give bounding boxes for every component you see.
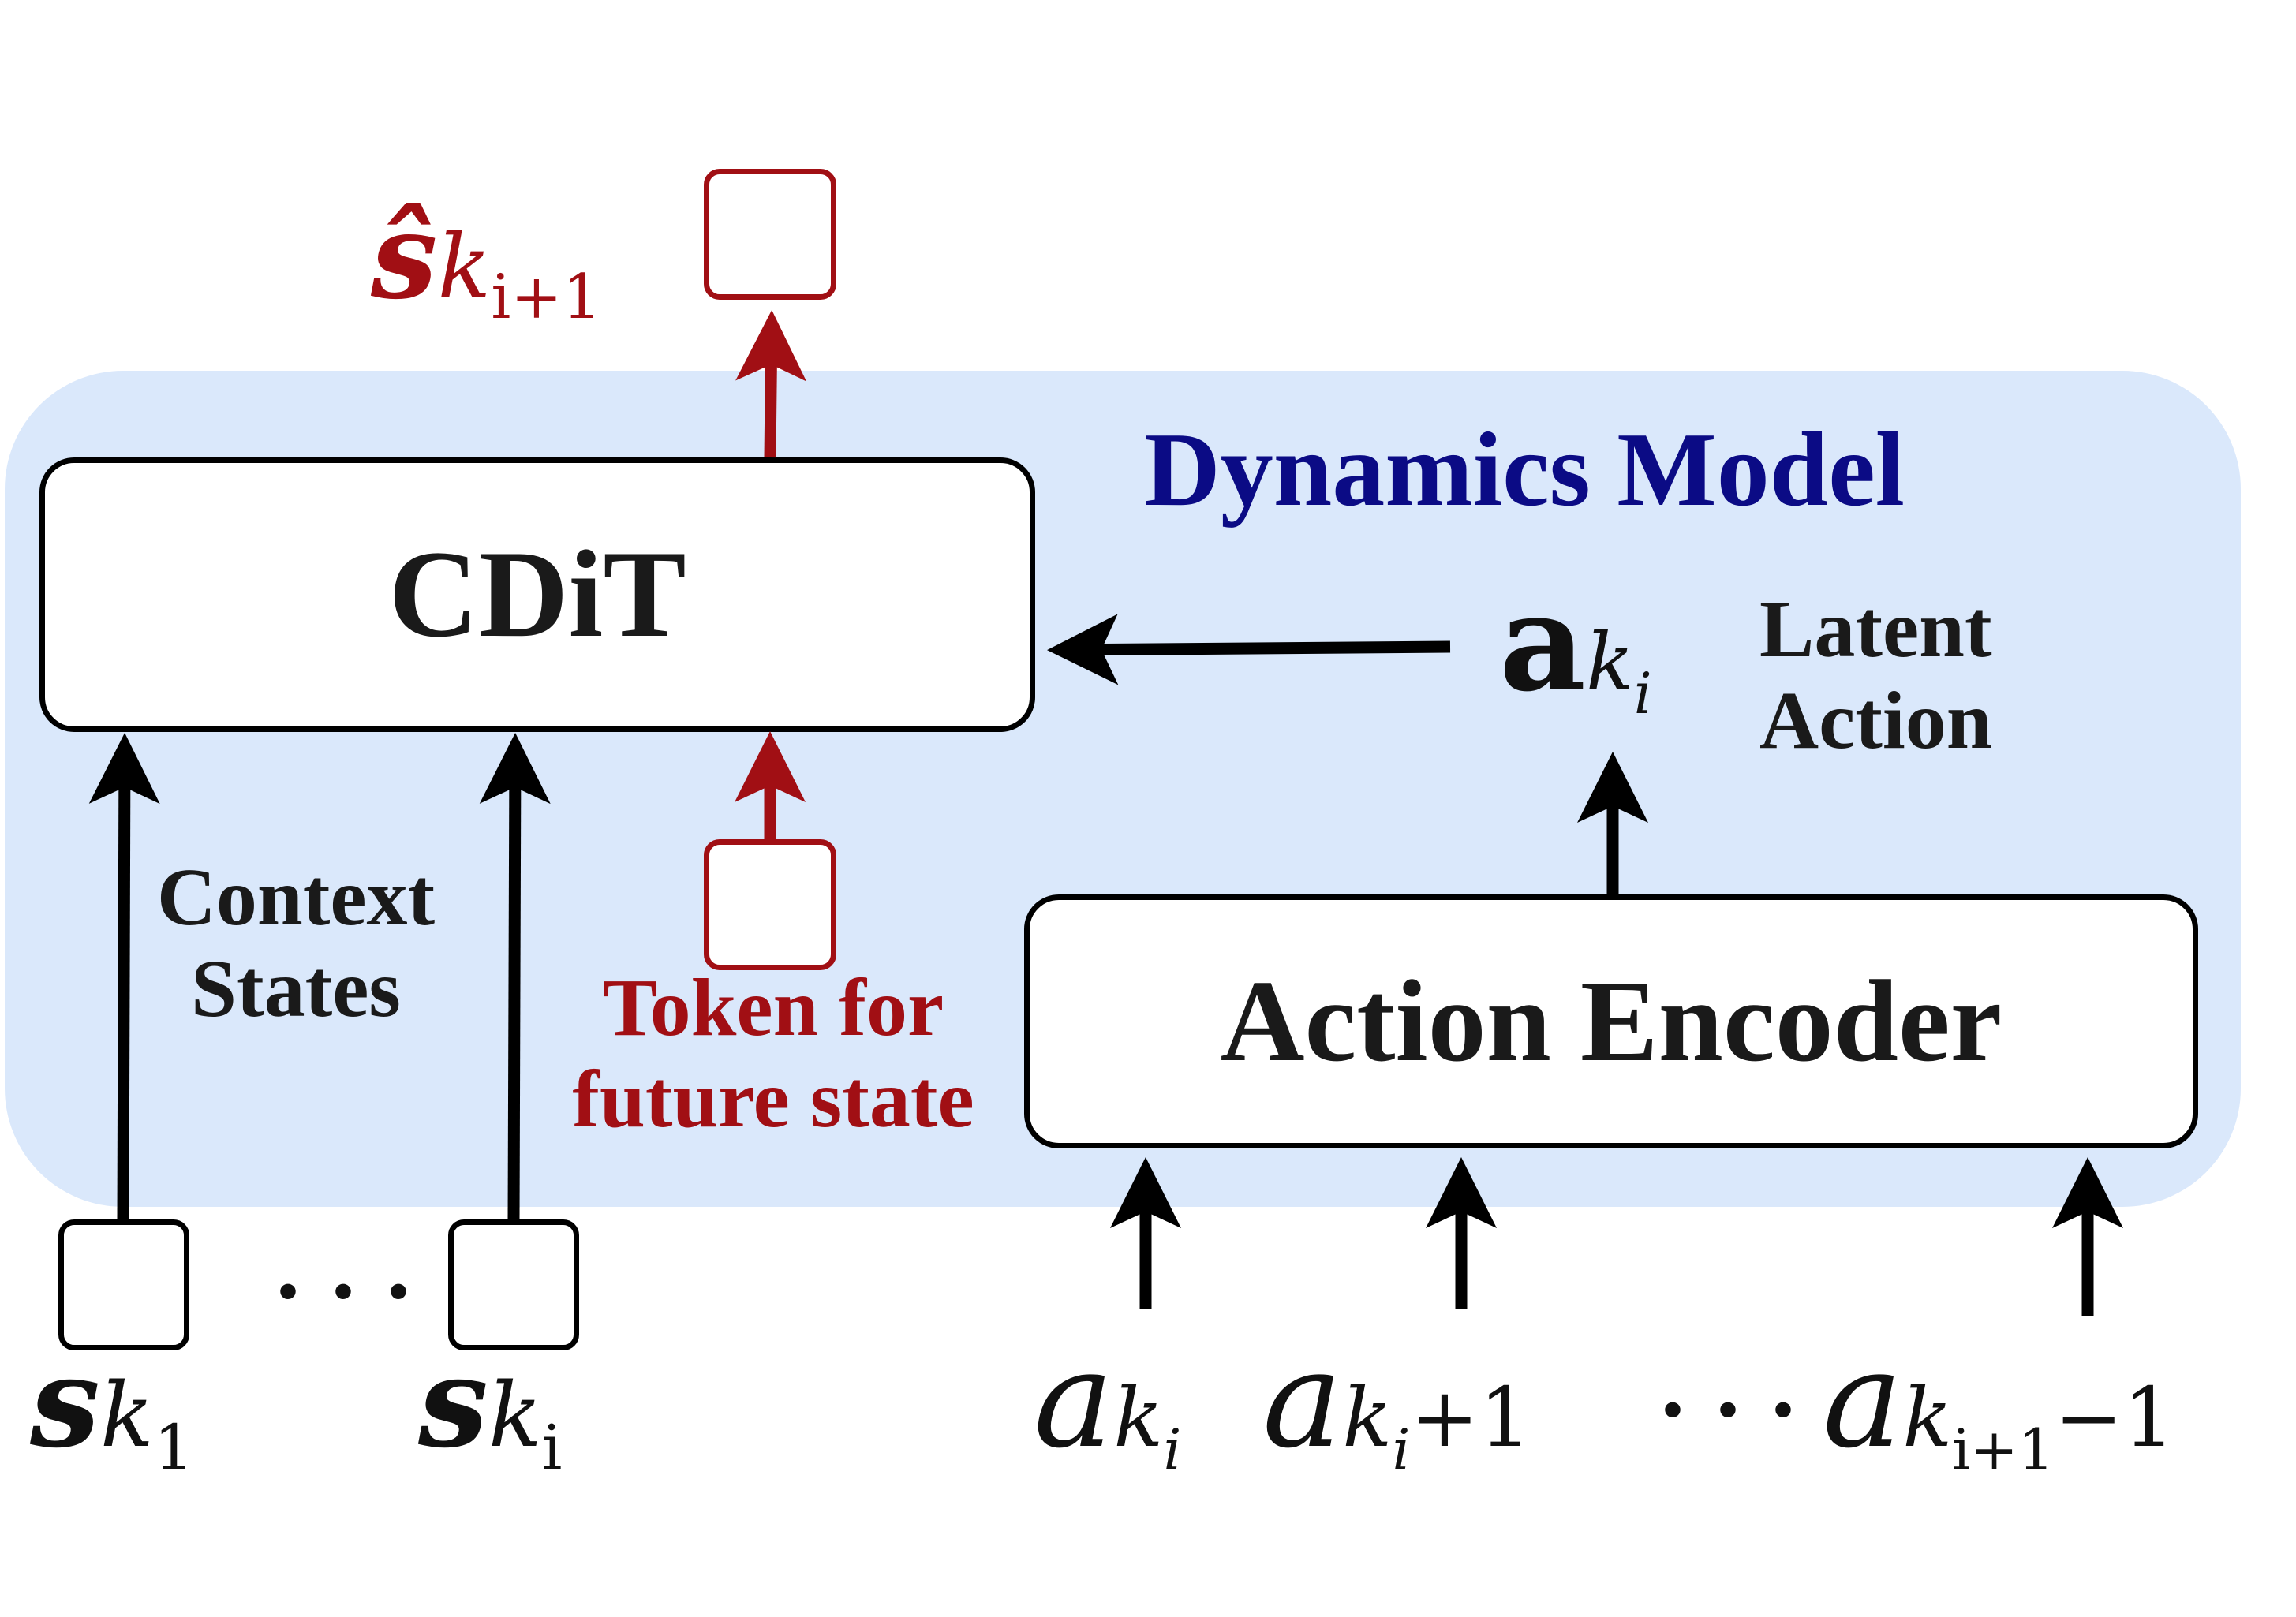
cdit-label: CDiT [388, 525, 686, 663]
context-state-token-1 [58, 1219, 189, 1350]
context-ellipsis: · · · [271, 1238, 415, 1343]
latent-action-symbol: aki [1499, 564, 1652, 726]
arrow-context-i-to-cdit [479, 733, 551, 1220]
arrow-context-1-to-cdit [88, 733, 160, 1220]
action-symbol-1: aki [1034, 1322, 1182, 1483]
predicted-state-symbol: ŝki+1 [371, 187, 602, 333]
latent-action-label: Latent Action [1759, 584, 1992, 767]
context-states-label: Context States [156, 852, 436, 1035]
action-ellipsis: · · · [1656, 1357, 1800, 1462]
action-encoder-block: Action Encoder [1024, 894, 2198, 1148]
dynamics-model-title: Dynamics Model [1144, 411, 1905, 528]
future-state-token [704, 839, 836, 970]
context-state-symbol-i: ski [418, 1330, 563, 1484]
context-state-symbol-1: sk1 [30, 1330, 194, 1484]
action-symbol-3: aki+1−1 [1823, 1322, 2175, 1483]
predicted-state-token [704, 169, 836, 300]
cdit-block: CDiT [39, 457, 1035, 732]
arrow-cdit-to-prediction [735, 310, 807, 458]
action-symbol-2: aki+1 [1262, 1322, 1531, 1483]
context-state-token-i [448, 1219, 579, 1350]
future-token-label: Token for future state [572, 962, 974, 1145]
action-encoder-label: Action Encoder [1220, 957, 2002, 1086]
arrow-latent-to-cdit [1047, 614, 1451, 685]
